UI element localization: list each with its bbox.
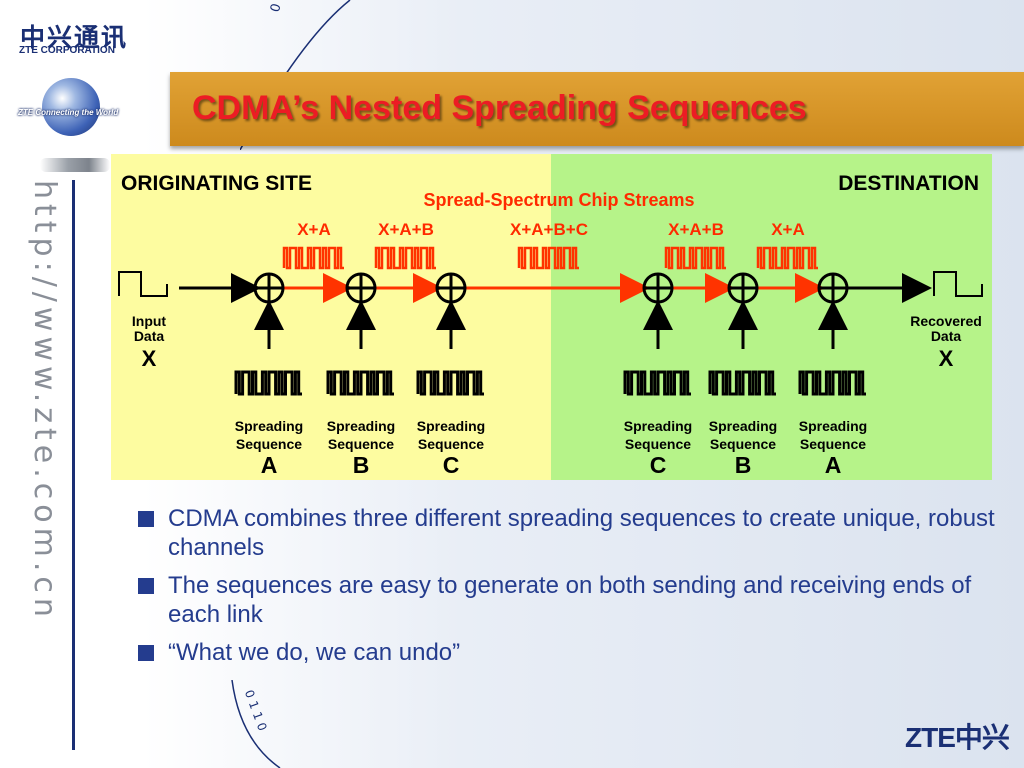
spreading-label-line1: Spreading [624, 418, 692, 434]
recovered-data-label-line1: Recovered [910, 313, 982, 329]
bullet-item: “What we do, we can undo” [138, 638, 1004, 667]
bullet-list: CDMA combines three different spreading … [138, 504, 1004, 676]
output-square-wave [933, 271, 983, 297]
chip-stream-label: X+A [297, 220, 331, 239]
company-logo-english: ZTE CORPORATION [19, 45, 115, 56]
spreading-label-line2: Sequence [236, 436, 302, 452]
globe-icon [42, 78, 100, 136]
decorative-shadow-bar [40, 158, 110, 172]
chip-stream-waveform [517, 246, 579, 270]
spreading-label-line1: Spreading [327, 418, 395, 434]
chip-stream-label: X+A+B [668, 220, 724, 239]
spreading-label-line1: Spreading [235, 418, 303, 434]
bullet-text: CDMA combines three different spreading … [168, 505, 995, 561]
slide-title: CDMA’s Nested Spreading Sequences [192, 89, 807, 127]
spreading-label-line1: Spreading [799, 418, 867, 434]
originating-panel [111, 154, 551, 480]
destination-label: DESTINATION [838, 172, 979, 195]
bullet-square-icon [138, 578, 154, 594]
spreading-sequence-letter: B [353, 452, 370, 478]
chip-stream-waveform [664, 246, 726, 270]
spreading-sequence-waveform [708, 370, 776, 396]
spreading-label-line2: Sequence [625, 436, 691, 452]
destination-panel [551, 154, 992, 480]
spreading-label-line2: Sequence [418, 436, 484, 452]
spreading-label-line2: Sequence [710, 436, 776, 452]
chip-streams-label: Spread-Spectrum Chip Streams [423, 190, 694, 210]
spreading-sequence-letter: A [825, 452, 842, 478]
chip-stream-label: X+A+B+C [510, 220, 588, 239]
chip-stream-waveform [374, 246, 436, 270]
spreading-sequence-letter: B [735, 452, 752, 478]
zte-footer-logo: ZTE中兴 [905, 722, 1010, 753]
originating-site-label: ORIGINATING SITE [121, 172, 312, 195]
recovered-data-symbol: X [939, 346, 954, 371]
recovered-data-label-line2: Data [931, 328, 962, 344]
spreading-sequence-waveform [798, 370, 866, 396]
bullet-text: “What we do, we can undo” [168, 639, 461, 666]
bullet-item: The sequences are easy to generate on bo… [138, 571, 1004, 629]
decorative-arc-bottom [231, 680, 281, 768]
spreading-sequence-waveform [234, 370, 302, 396]
spreading-sequence-letter: C [443, 452, 460, 478]
input-data-label-line2: Data [134, 328, 165, 344]
chip-stream-label: X+A+B [378, 220, 434, 239]
company-tagline: ZTE Connecting the World [18, 108, 119, 117]
spreading-label-line2: Sequence [800, 436, 866, 452]
spreading-sequence-letter: C [650, 452, 667, 478]
spreading-label-line2: Sequence [328, 436, 394, 452]
input-square-wave [118, 271, 168, 297]
chip-stream-waveform [282, 246, 344, 270]
spreading-sequence-waveform [623, 370, 691, 396]
bullet-square-icon [138, 511, 154, 527]
spreading-sequence-waveform [416, 370, 484, 396]
spreading-sequence-waveform [326, 370, 394, 396]
cdma-diagram: ORIGINATING SITE DESTINATION Spread-Spectr… [111, 154, 992, 480]
title-bar [170, 72, 1024, 146]
vertical-divider [72, 180, 75, 750]
bullet-text: The sequences are easy to generate on bo… [168, 572, 972, 628]
input-data-label-line1: Input [132, 313, 167, 329]
company-logo-chinese: 中兴通讯 [20, 23, 129, 52]
bullet-item: CDMA combines three different spreading … [138, 504, 1004, 562]
spreading-label-line1: Spreading [417, 418, 485, 434]
vertical-url-text: http://www.zte.com.cn [27, 180, 62, 622]
spreading-sequence-letter: A [261, 452, 278, 478]
bullet-square-icon [138, 645, 154, 661]
input-data-symbol: X [142, 346, 157, 371]
chip-stream-label: X+A [771, 220, 805, 239]
chip-stream-waveform [756, 246, 818, 270]
spreading-label-line1: Spreading [709, 418, 777, 434]
